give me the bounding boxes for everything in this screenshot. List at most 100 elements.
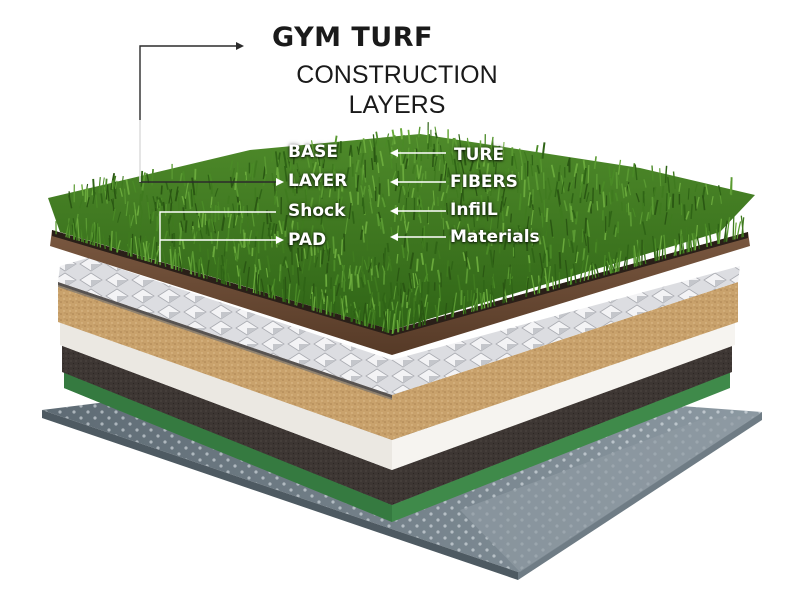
grass-blade <box>733 216 734 240</box>
grass-blade <box>112 180 113 189</box>
grass-blade <box>185 198 186 209</box>
grass-blade <box>600 185 601 195</box>
grass-blade <box>560 252 561 269</box>
grass-blade <box>441 208 442 218</box>
grass-blade <box>158 200 159 209</box>
grass-blade <box>610 178 611 186</box>
grass-blade <box>401 128 402 139</box>
grass-blade <box>592 262 593 278</box>
grass-blade <box>361 169 362 185</box>
label-layer: LAYER <box>288 171 347 191</box>
grass-blade <box>285 277 286 303</box>
grass-blade <box>402 307 403 331</box>
grass-blade <box>342 239 343 255</box>
grass-blade <box>652 166 653 181</box>
label-fibers: FIBERS <box>450 172 518 192</box>
grass-blade <box>73 223 74 239</box>
label-shock: Shock <box>288 201 345 221</box>
grass-blade <box>211 232 212 244</box>
grass-blade <box>378 292 379 306</box>
grass-blade <box>142 171 143 187</box>
grass-blade <box>422 282 423 298</box>
grass-blade <box>166 204 167 216</box>
grass-blade <box>388 243 389 252</box>
grass-blade <box>471 290 472 301</box>
grass-blade <box>597 201 598 210</box>
grass-blade <box>191 189 192 206</box>
grass-blade <box>313 284 314 294</box>
grass-blade <box>547 250 548 267</box>
grass-blade <box>416 149 417 160</box>
label-ture: TURE <box>454 145 504 165</box>
grass-blade <box>374 311 375 329</box>
grass-blade <box>547 208 548 222</box>
grass-blade <box>415 149 416 163</box>
label-infill: InfilL <box>450 200 498 220</box>
grass-blade <box>588 165 589 183</box>
grass-blade <box>630 212 631 226</box>
grass-blade <box>384 248 385 263</box>
grass-blade <box>234 217 235 228</box>
grass-blade <box>628 203 629 216</box>
grass-blade <box>652 197 653 215</box>
label-pad: PAD <box>288 230 326 250</box>
grass-blade <box>585 218 586 234</box>
grass-blade <box>283 221 284 232</box>
grass-blade <box>622 202 623 211</box>
grass-blade <box>447 260 448 277</box>
grass-blade <box>215 205 216 222</box>
grass-blade <box>228 196 229 204</box>
grass-blade <box>529 255 530 263</box>
grass-blade <box>411 145 412 153</box>
grass-blade <box>428 130 429 143</box>
grass-blade <box>353 251 354 262</box>
grass-blade <box>334 302 335 317</box>
grass-blade <box>512 156 513 166</box>
grass-blade <box>401 283 402 295</box>
grass-blade <box>428 282 429 294</box>
grass-blade <box>603 192 604 208</box>
grass-blade <box>391 283 392 300</box>
grass-blade <box>376 155 377 164</box>
grass-blade <box>333 236 334 253</box>
grass-blade <box>403 164 404 182</box>
grass-blade <box>255 237 256 248</box>
grass-blade <box>555 264 556 289</box>
grass-blade <box>163 202 164 212</box>
title-line-construction: CONSTRUCTION <box>262 60 532 90</box>
grass-blade <box>331 302 332 316</box>
grass-blade <box>208 249 209 261</box>
grass-blade <box>152 169 153 185</box>
label-base: BASE <box>288 142 338 162</box>
grass-blade <box>342 271 343 288</box>
title-subtitle: CONSTRUCTION LAYERS <box>262 60 532 120</box>
grass-blade <box>666 193 667 211</box>
grass-blade <box>282 289 283 302</box>
grass-blade <box>433 149 434 167</box>
grass-blade <box>320 250 321 267</box>
grass-blade <box>335 249 336 258</box>
grass-blade <box>200 243 201 252</box>
grass-blade <box>584 160 585 170</box>
grass-blade <box>392 302 393 311</box>
grass-blade <box>396 163 397 177</box>
grass-blade <box>218 206 219 220</box>
grass-blade <box>116 232 117 253</box>
grass-blade <box>511 214 512 223</box>
grass-blade <box>398 171 399 187</box>
grass-blade <box>358 274 359 288</box>
grass-blade <box>408 148 409 166</box>
grass-blade <box>161 186 162 195</box>
grass-blade <box>687 227 688 253</box>
grass-blade <box>414 212 415 220</box>
grass-blade <box>175 252 176 270</box>
grass-blade <box>680 231 681 255</box>
grass-blade <box>247 205 248 216</box>
title-main: GYM TURF <box>272 22 532 53</box>
grass-blade <box>625 187 626 196</box>
grass-blade <box>186 220 187 232</box>
grass-blade <box>524 180 525 198</box>
grass-blade <box>448 168 449 177</box>
grass-blade <box>484 292 485 308</box>
